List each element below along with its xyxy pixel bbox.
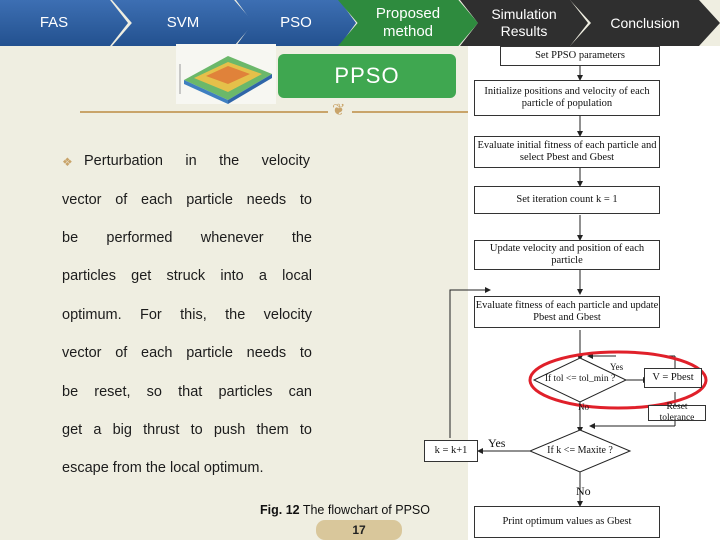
body-line: be reset, so that particles can <box>62 384 312 400</box>
body-line: escape from the local optimum. <box>62 460 264 476</box>
flow-step: Initialize positions and velocity of eac… <box>474 80 660 116</box>
highlight-ellipse <box>528 350 708 410</box>
divider-right <box>352 111 468 113</box>
nav-item-conclusion[interactable]: Conclusion <box>570 0 720 46</box>
flow-step: Evaluate initial fitness of each particl… <box>474 136 660 168</box>
flow-step: Evaluate fitness of each particle and up… <box>474 296 660 328</box>
nav-item-svm[interactable]: SVM <box>112 0 254 46</box>
decision-text: If tol <= tol_min ? <box>544 374 616 384</box>
flow-step: Print optimum values as Gbest <box>474 506 660 538</box>
body-line: optimum. For this, the velocity <box>62 307 312 323</box>
ornament-icon: ❦ <box>332 102 346 119</box>
page-number-text: 17 <box>352 523 366 537</box>
nav-item-simulation-results[interactable]: Simulation Results <box>460 0 588 46</box>
flow-step: Reset tolerance <box>648 402 706 423</box>
nav-label: FAS <box>39 14 69 31</box>
branch-label: Yes <box>610 362 624 372</box>
flowchart-connectors <box>449 66 708 507</box>
body-line: get a big thrust to push them to <box>62 422 312 438</box>
nav-item-proposed-method[interactable]: Proposed method <box>338 0 478 46</box>
section-tab: PPSO <box>278 54 456 98</box>
branch-label: No <box>576 484 591 498</box>
flow-step: Update velocity and position of each par… <box>474 240 660 270</box>
branch-label: Yes <box>488 436 506 450</box>
figure-caption: Fig. 12 The flowchart of PPSO <box>260 503 430 517</box>
body-line: vector of each particle needs to <box>62 192 312 208</box>
nav-label: Simulation Results <box>491 6 557 39</box>
flow-step: k = k+1 <box>424 440 478 462</box>
body-line: vector of each particle needs to <box>62 345 312 361</box>
caption-text: The flowchart of PPSO <box>299 503 430 517</box>
nav-item-fas[interactable]: FAS <box>0 0 128 46</box>
divider-left <box>80 111 328 113</box>
section-tab-label: PPSO <box>334 63 400 88</box>
page-number: 17 <box>316 520 402 540</box>
caption-prefix: Fig. 12 <box>260 503 300 517</box>
nav-label: Proposed method <box>375 5 441 40</box>
body-line: particles get struck into a local <box>62 268 312 284</box>
body-line: Perturbation in the velocity <box>84 153 310 169</box>
branch-label: No <box>578 402 589 412</box>
bullet-icon: ❖ <box>62 155 73 169</box>
flow-step: Set PPSO parameters <box>500 46 660 66</box>
flow-step: V = Pbest <box>644 368 702 388</box>
nav-label: PSO <box>280 14 312 31</box>
nav-label: Conclusion <box>610 14 680 31</box>
decision-text: If k <= Maxite ? <box>547 445 613 456</box>
flow-step: Set iteration count k = 1 <box>474 186 660 214</box>
body-line: be performed whenever the <box>62 230 312 246</box>
surface-plot-image <box>176 44 276 104</box>
nav-label: SVM <box>166 14 200 31</box>
nav-item-pso[interactable]: PSO <box>236 0 356 46</box>
